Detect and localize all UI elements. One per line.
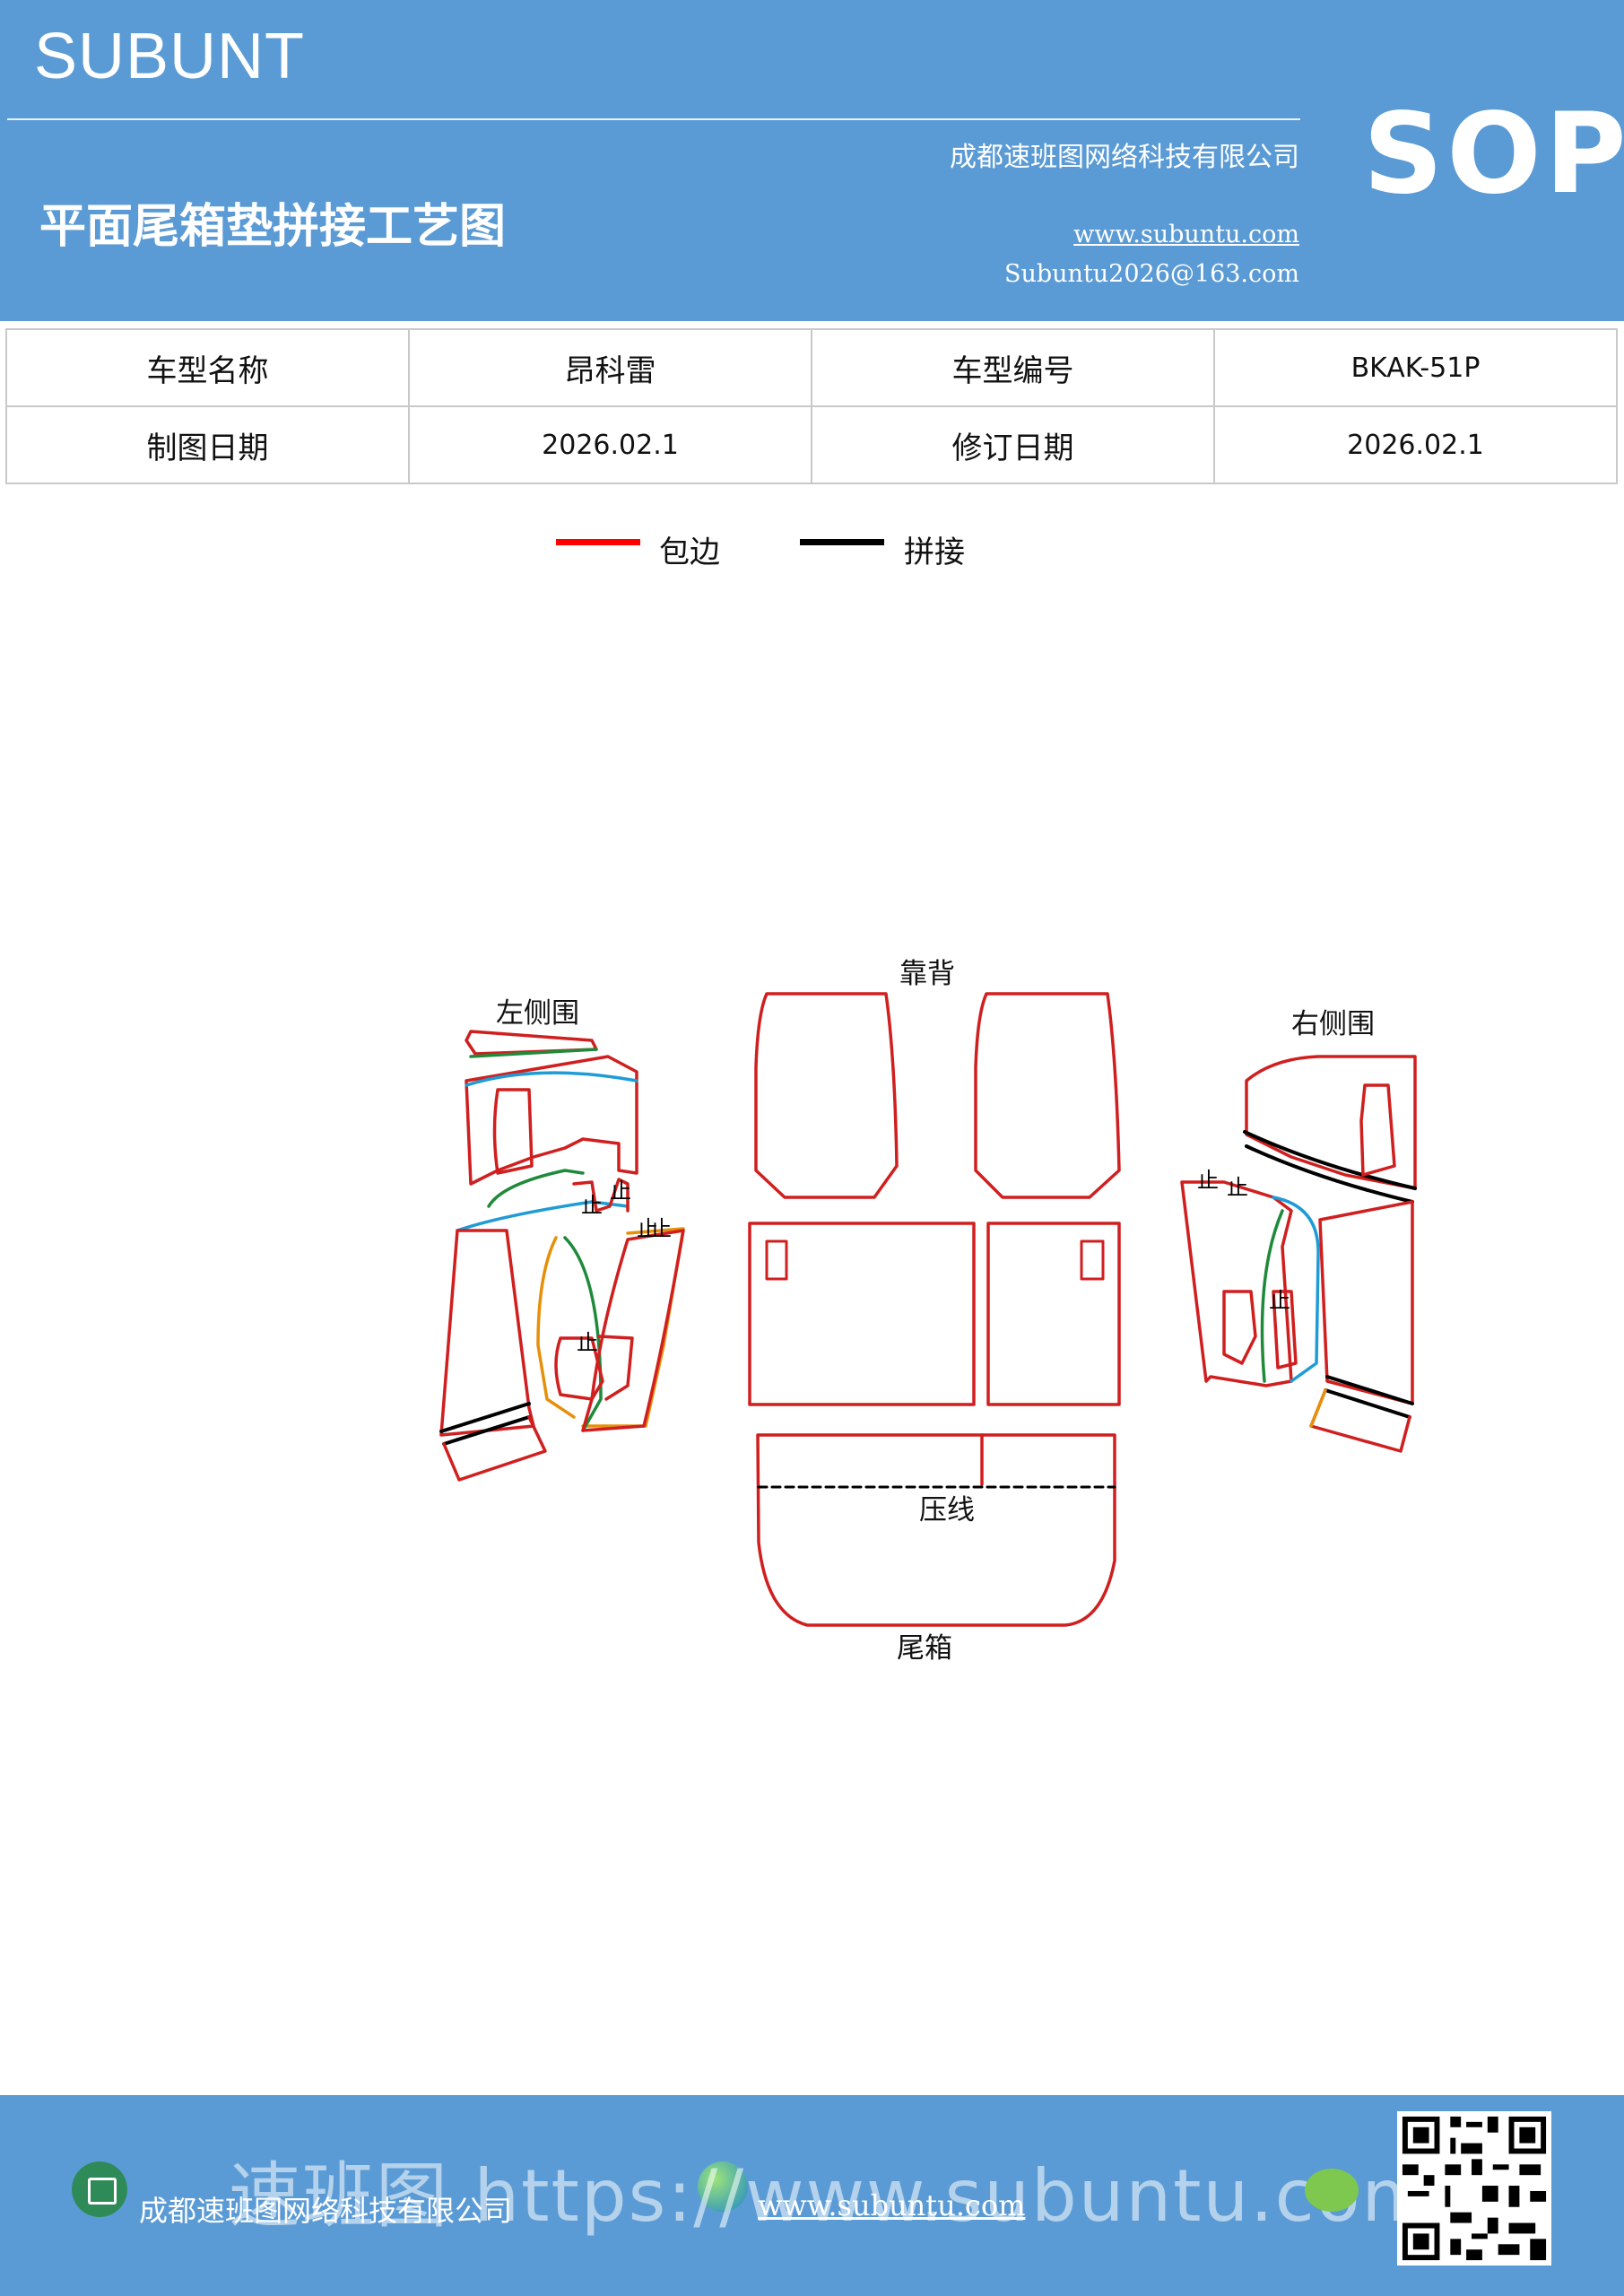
left-orange-panel [536,1236,576,1419]
draw-date-value: 2026.02.1 [408,405,812,484]
middle-right-panel [986,1222,1121,1406]
building-icon [72,2161,127,2217]
stop-mark: 止 [581,1193,603,1218]
legend-edge-swatch [556,539,640,545]
model-name-label: 车型名称 [5,328,410,407]
middle-right-cutout [1080,1239,1105,1281]
stop-mark: 止 [577,1330,598,1355]
stop-mark: 止 [1197,1168,1219,1193]
legend-edge-label: 包边 [659,535,720,570]
middle-left-cutout [765,1239,788,1281]
left-top-strip-green [469,1048,598,1058]
header-email: Subuntu2026@163.com [1004,260,1299,288]
right-seam-1 [1243,1130,1417,1190]
trunk-panel [756,1433,1116,1627]
left-upper-panel [465,1055,638,1186]
stop-mark: 止 [1269,1288,1290,1313]
left-inner-pocket [554,1336,604,1401]
right-seam-2 [1245,1144,1414,1204]
header-website-link[interactable]: www.subuntu.com [1073,221,1299,248]
revise-date-value: 2026.02.1 [1213,405,1618,484]
model-code-label: 车型编号 [811,328,1215,407]
stop-mark: 止 [1227,1175,1248,1200]
right-orange-edge [1309,1388,1327,1428]
label-backrest: 靠背 [899,958,955,990]
legend: 包边 拼接 [0,520,1624,574]
table-row: 制图日期 2026.02.1 修订日期 2026.02.1 [5,405,1618,484]
right-upper-panel [1245,1055,1417,1190]
model-name-value: 昂科雷 [408,328,812,407]
revise-date-label: 修订日期 [811,405,1215,484]
left-inner-pocket-2 [597,1335,634,1401]
qr-code-icon [1397,2111,1551,2266]
right-left-panel [1180,1180,1293,1387]
header-company: 成都速班图网络科技有限公司 [950,142,1299,173]
sop-badge: SOP [1363,90,1624,219]
right-lower-panel [1318,1200,1414,1405]
label-press-line: 压线 [919,1494,975,1526]
legend-seam-label: 拼接 [904,535,965,570]
footer-watermark: 速班图 https://www.subuntu.com [229,2154,1434,2238]
left-mid-green [487,1169,585,1208]
globe-icon [698,2161,748,2212]
footer-company: 成都速班图网络科技有限公司 [139,2194,513,2228]
right-blue-strip [1272,1196,1320,1383]
right-green-strip [1260,1209,1284,1383]
label-right-side: 右侧围 [1291,1008,1375,1040]
draw-date-label: 制图日期 [5,405,410,484]
stop-mark: 止 [650,1216,672,1241]
page-title: 平面尾箱垫拼接工艺图 [39,200,507,254]
stop-mark: 止 [637,1216,658,1241]
legend-seam-swatch [800,539,884,545]
left-seam-2 [442,1415,531,1446]
header-divider [7,118,1300,120]
right-seam-3 [1325,1375,1414,1405]
right-seam-4 [1324,1388,1411,1419]
left-upper-blue [465,1071,638,1087]
backrest-left-panel [754,992,899,1199]
right-pocket [1222,1290,1257,1365]
label-left-side: 左侧围 [496,997,579,1030]
middle-left-panel [748,1222,976,1406]
label-trunk: 尾箱 [897,1632,952,1665]
right-pocket-2 [1272,1290,1298,1370]
left-seam-1 [439,1402,531,1433]
left-bottom-strip [442,1415,547,1482]
right-upper-window [1359,1083,1396,1177]
left-upper-window [492,1088,534,1175]
model-code-value: BKAK-51P [1213,328,1618,407]
left-notch [572,1178,630,1213]
left-lower-panel [439,1229,535,1437]
footer-website-link[interactable]: www.subuntu.com [758,2188,1026,2222]
header-banner [0,0,1624,321]
wechat-icon [1305,2169,1359,2212]
info-table: 车型名称 昂科雷 车型编号 BKAK-51P 制图日期 2026.02.1 修订… [5,328,1618,484]
brand-logo-text: SUBUNT [34,21,306,92]
left-red-right-panel [581,1229,685,1432]
table-row: 车型名称 昂科雷 车型编号 BKAK-51P [5,328,1618,407]
left-mid-blue [456,1200,630,1232]
stop-mark: 止 [610,1178,631,1204]
backrest-right-panel [974,992,1121,1199]
